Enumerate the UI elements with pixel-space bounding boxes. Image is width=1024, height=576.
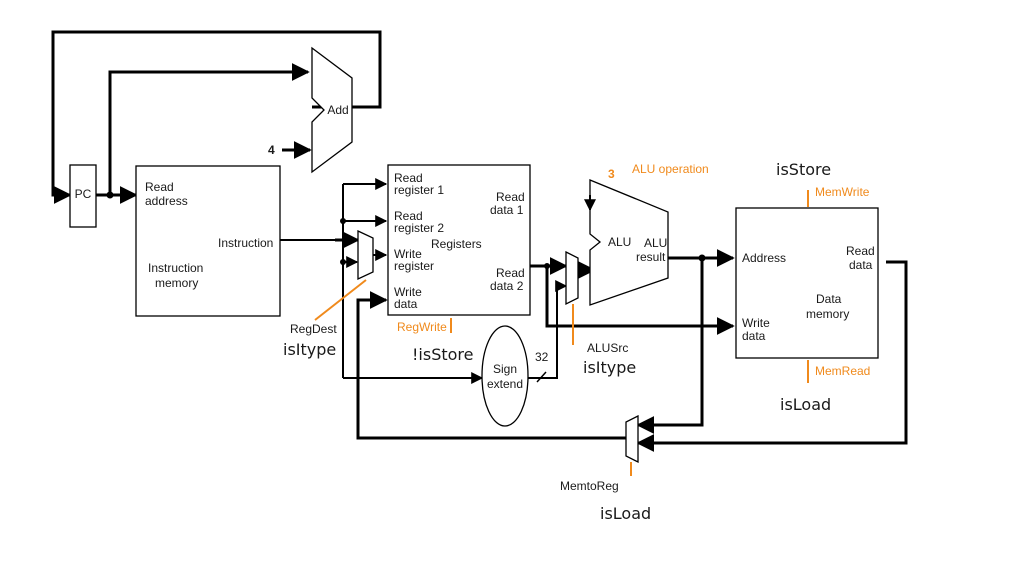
reg-read2-b: register 2 [394, 221, 444, 235]
alu-result-a: ALU [644, 236, 667, 250]
memwrite-label: MemWrite [815, 185, 870, 199]
memwrite-signal: isStore [776, 160, 831, 179]
alu [589, 179, 669, 306]
im-read-label-1: Read [145, 180, 174, 194]
memread-signal: isLoad [780, 395, 831, 414]
sign-extend-width: 32 [535, 350, 549, 364]
reg-rdata2-b: data 2 [490, 279, 524, 293]
dm-address: Address [742, 251, 786, 265]
adder-label: Add [327, 103, 348, 117]
alu-label: ALU [608, 235, 631, 249]
regdest-signal: isItype [283, 340, 336, 359]
regwrite-label: RegWrite [397, 320, 447, 334]
data-memory [735, 207, 879, 359]
control-signals [314, 190, 809, 476]
regdest-mux [357, 229, 374, 281]
im-name-2: memory [155, 276, 198, 290]
sign-extend-unit [481, 325, 529, 427]
reg-name: Registers [431, 237, 482, 251]
alusrc-label: ALUSrc [587, 341, 628, 355]
pc-register [69, 164, 97, 228]
pc-adder [311, 46, 353, 174]
dm-name-1: Data [816, 292, 842, 306]
adder-constant: 4 [268, 143, 275, 157]
dm-write-b: data [742, 329, 766, 343]
alu-op-count: 3 [608, 167, 615, 181]
memread-label: MemRead [815, 364, 870, 378]
reg-read1-b: register 1 [394, 183, 444, 197]
alu-result-b: result [636, 250, 666, 264]
memtoreg-mux [625, 414, 639, 464]
im-name-1: Instruction [148, 261, 203, 275]
reg-write-b: register [394, 259, 434, 273]
reg-read1-a: Read [394, 171, 423, 185]
register-file [387, 164, 531, 316]
instruction-memory [135, 165, 281, 317]
sign-extend-line1: Sign [493, 362, 517, 376]
reg-wdata-a: Write [394, 285, 422, 299]
alusrc-mux [565, 250, 579, 306]
reg-rdata1-b: data 1 [490, 203, 524, 217]
reg-write-a: Write [394, 247, 422, 261]
reg-rdata2-a: Read [496, 266, 525, 280]
im-read-label-2: address [145, 194, 188, 208]
reg-rdata1-a: Read [496, 190, 525, 204]
im-output-label: Instruction [218, 236, 273, 250]
dm-read-a: Read [846, 244, 875, 258]
datapath-wires [51, 30, 908, 452]
regdest-control-line [314, 279, 367, 321]
bus-width-mark [536, 371, 547, 383]
memtoreg-label: MemtoReg [560, 479, 619, 493]
reg-wdata-b: data [394, 297, 418, 311]
reg-read2-a: Read [394, 209, 423, 223]
alu-op-label: ALU operation [632, 162, 709, 176]
regdest-label: RegDest [290, 322, 337, 336]
dm-name-2: memory [806, 307, 849, 321]
sign-extend-line2: extend [487, 377, 523, 391]
dm-write-a: Write [742, 316, 770, 330]
memtoreg-signal: isLoad [600, 504, 651, 523]
pc-label: PC [75, 187, 92, 201]
regwrite-signal: !isStore [412, 345, 473, 364]
alusrc-signal: isItype [583, 358, 636, 377]
dm-read-b: data [849, 258, 873, 272]
